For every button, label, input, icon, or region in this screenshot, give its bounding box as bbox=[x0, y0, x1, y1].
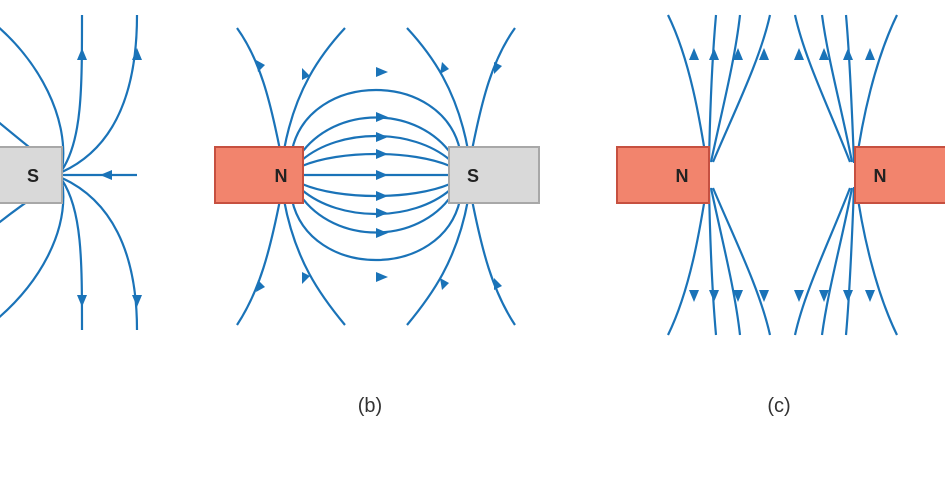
south-magnet bbox=[448, 146, 540, 204]
arrow-head bbox=[689, 48, 699, 60]
arrow-head bbox=[100, 170, 112, 180]
field-line bbox=[844, 186, 856, 336]
field-line bbox=[406, 199, 470, 326]
field-line bbox=[854, 184, 898, 336]
field-line bbox=[282, 199, 346, 326]
field-line bbox=[854, 14, 898, 166]
arrow-head bbox=[376, 149, 388, 159]
north-magnet bbox=[214, 146, 304, 204]
arrow-head bbox=[376, 132, 388, 142]
field-line bbox=[709, 187, 742, 336]
arrow-head bbox=[865, 290, 875, 302]
arrow-head bbox=[794, 48, 804, 60]
arrow-head bbox=[132, 48, 142, 60]
arrow-head bbox=[440, 62, 449, 74]
arrow-head bbox=[132, 295, 142, 307]
arrow-head bbox=[376, 272, 388, 282]
arrow-head bbox=[709, 48, 719, 60]
arrow-head bbox=[494, 62, 502, 74]
field-line bbox=[290, 199, 462, 262]
north-magnet bbox=[616, 146, 710, 204]
field-line bbox=[236, 27, 282, 151]
arrow-head bbox=[376, 112, 388, 122]
field-line bbox=[711, 14, 772, 163]
panel-c-arrows bbox=[689, 48, 875, 302]
field-line bbox=[711, 187, 772, 336]
field-line bbox=[0, 179, 65, 318]
magnet-label-n: N bbox=[275, 166, 288, 186]
field-line bbox=[844, 14, 856, 164]
field-line bbox=[290, 88, 462, 151]
field-line bbox=[61, 177, 139, 331]
field-line bbox=[820, 14, 854, 163]
panel-caption-c: (c) bbox=[767, 395, 790, 417]
field-line bbox=[0, 27, 65, 171]
arrow-head bbox=[376, 191, 388, 201]
north-magnet bbox=[854, 146, 945, 204]
field-line bbox=[793, 187, 852, 336]
field-line bbox=[406, 27, 470, 151]
field-line bbox=[61, 179, 84, 331]
south-magnet bbox=[0, 146, 63, 204]
arrow-head bbox=[733, 48, 743, 60]
arrow-head bbox=[302, 68, 310, 80]
arrow-head bbox=[865, 48, 875, 60]
field-line bbox=[282, 27, 346, 151]
arrow-head bbox=[77, 48, 87, 60]
arrow-head bbox=[302, 272, 310, 284]
arrow-head bbox=[819, 290, 829, 302]
magnet-label-s: S bbox=[27, 166, 39, 186]
panel-a: S bbox=[0, 14, 142, 331]
arrow-head bbox=[759, 48, 769, 60]
arrow-head bbox=[256, 280, 265, 292]
magnet-label-n: N bbox=[874, 166, 887, 186]
field-line bbox=[470, 27, 516, 151]
arrow-head bbox=[843, 48, 853, 60]
magnet-label-n: N bbox=[676, 166, 689, 186]
arrow-head bbox=[376, 67, 388, 77]
arrow-head bbox=[843, 290, 853, 302]
arrow-head bbox=[440, 278, 449, 290]
arrow-head bbox=[77, 295, 87, 307]
field-line bbox=[707, 186, 718, 336]
arrow-head bbox=[376, 228, 388, 238]
field-line bbox=[667, 14, 709, 166]
arrow-head bbox=[376, 208, 388, 218]
panel-b-arrows bbox=[256, 60, 502, 292]
field-line bbox=[820, 187, 854, 336]
arrow-head bbox=[689, 290, 699, 302]
arrow-head bbox=[733, 290, 743, 302]
field-line bbox=[236, 199, 282, 326]
arrow-head bbox=[376, 170, 388, 180]
panel-a-arrows bbox=[77, 48, 142, 307]
field-line bbox=[61, 14, 84, 171]
magnet-label-s: S bbox=[467, 166, 479, 186]
field-line bbox=[709, 14, 742, 163]
field-line bbox=[470, 199, 516, 326]
arrow-head bbox=[256, 60, 265, 72]
arrow-head bbox=[709, 290, 719, 302]
field-line bbox=[793, 14, 852, 163]
field-line bbox=[61, 14, 139, 173]
field-line bbox=[707, 14, 718, 164]
arrow-head bbox=[759, 290, 769, 302]
arrow-head bbox=[794, 290, 804, 302]
panel-c: N N (c) bbox=[616, 14, 945, 417]
panel-caption-b: (b) bbox=[358, 395, 382, 417]
field-line bbox=[667, 184, 709, 336]
panel-b: N S (b) bbox=[214, 27, 540, 417]
arrow-head bbox=[494, 278, 502, 290]
arrow-head bbox=[819, 48, 829, 60]
